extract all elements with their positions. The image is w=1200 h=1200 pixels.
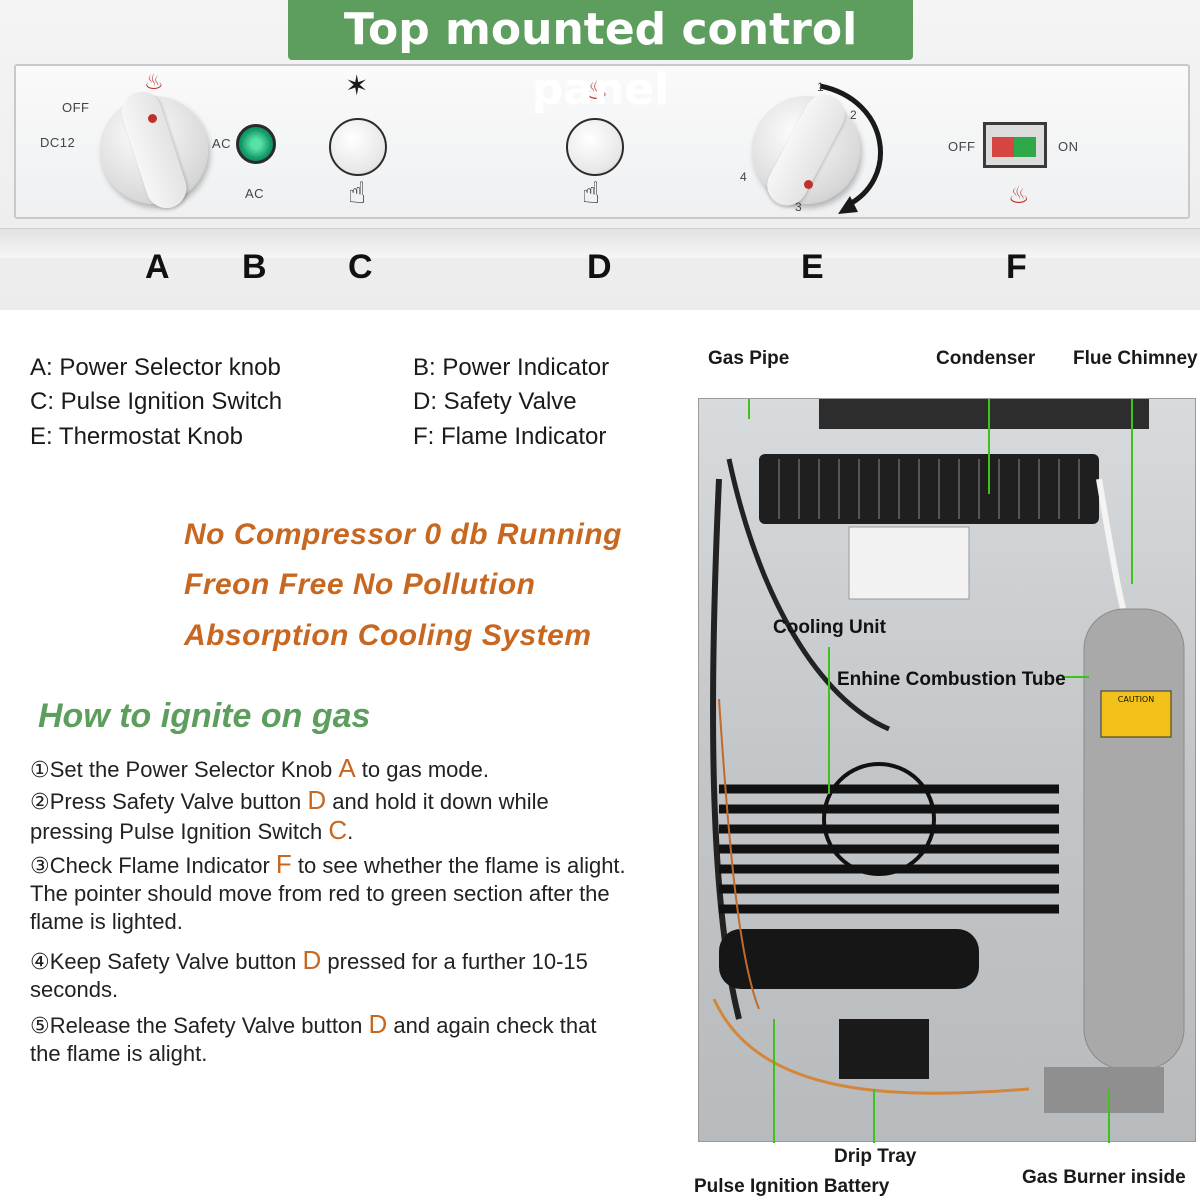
knob-label-ac: AC [212,136,232,151]
knob-label-off: OFF [62,100,90,115]
step-3: ③Check Flame Indicator F to see whether … [30,850,630,936]
letter-b: B [242,248,267,286]
letter-a: A [145,248,170,286]
letter-c: C [348,248,373,286]
step-text: ③Check Flame Indicator [30,853,276,878]
thermostat-mark-2: 2 [850,108,858,122]
step-1: ①Set the Power Selector Knob A to gas mo… [30,754,670,784]
label-flue-chimney: Flue Chimney [1073,348,1198,369]
safety-valve-button[interactable] [566,118,624,176]
label-gas-burner: Gas Burner inside [1022,1167,1186,1188]
press-finger-icon: ☝ [348,177,367,210]
cooling-system-drawing: CAUTION [710,399,1185,1143]
label-gas-pipe: Gas Pipe [708,348,790,369]
legend-item-c: C: Pulse Ignition Switch [30,388,283,415]
step-text: to see whether the flame is alight. The … [30,853,626,934]
thermostat-arrow-icon [819,83,883,214]
letter-f: F [1006,248,1027,286]
step-letter: F [275,849,292,879]
label-condenser: Condenser [936,348,1036,369]
flame-icon: ♨ [585,76,608,104]
knob-label-dc12: DC12 [40,135,76,150]
step-text: and again check that the flame is alight… [30,1013,597,1066]
legend-item-f: F: Flame Indicator [413,423,607,450]
legend-item-d: D: Safety Valve [413,388,577,415]
step-letter: D [307,785,327,815]
flame-indicator-off: OFF [948,139,976,154]
step-text: ②Press Safety Valve button [30,789,308,814]
press-finger-icon: ☝ [582,177,601,210]
step-letter: D [368,1009,388,1039]
step-letter: D [302,945,322,975]
step-text: to gas mode. [355,757,489,782]
label-combustion-tube: Enhine Combustion Tube [837,669,1066,690]
thermostat-mark-1: 1 [817,80,825,94]
label-cooling-unit: Cooling Unit [773,617,886,638]
power-selector-knob[interactable] [100,86,208,214]
step-letter: C [328,815,348,845]
power-indicator-light [236,124,276,164]
pulse-ignition-button[interactable] [329,118,387,176]
steps-title: How to ignite on gas [38,697,371,735]
label-drip-tray: Drip Tray [834,1146,917,1167]
letter-e: E [801,248,824,286]
flame-icon: ♨ [144,69,164,94]
step-4: ④Keep Safety Valve button D pressed for … [30,946,610,1004]
step-text: . [347,819,354,844]
legend-item-e: E: Thermostat Knob [30,423,243,450]
flame-indicator-window [983,122,1047,168]
thermostat-knob[interactable] [752,87,860,213]
step-2: ②Press Safety Valve button D and hold it… [30,786,630,846]
step-text: ①Set the Power Selector Knob [30,757,339,782]
step-text: ④Keep Safety Valve button [30,949,303,974]
panel-banner-title: Top mounted control panel [288,0,913,115]
step-letter: A [338,753,356,783]
step-text: ⑤Release the Safety Valve button [30,1013,369,1038]
slogan-no-compressor: No Compressor 0 db Running [184,518,623,551]
step-text: pressed for a further 10-15 seconds. [30,949,588,1002]
snowflake-star-icon: ✶ [345,70,369,101]
letter-d: D [587,248,612,286]
flame-icon: ♨ [1008,182,1030,209]
legend-item-b: B: Power Indicator [413,354,610,381]
thermostat-mark-3: 3 [795,200,803,214]
step-text: and hold it down while pressing Pulse Ig… [30,789,549,844]
slogan-absorption: Absorption Cooling System [184,619,592,652]
panel-ledge [0,228,1200,258]
flame-indicator-on: ON [1058,139,1079,154]
thermostat-mark-4: 4 [740,170,748,184]
step-5: ⑤Release the Safety Valve button D and a… [30,1010,630,1068]
legend-item-a: A: Power Selector knob [30,354,281,381]
indicator-label-ac: AC [245,186,265,201]
caution-label: CAUTION [1118,695,1154,704]
slogan-freon-free: Freon Free No Pollution [184,568,536,601]
fridge-back-photo: CAUTION Cooling Unit Enhine Combustion T… [698,398,1196,1143]
label-pulse-ignition-battery: Pulse Ignition Battery [694,1176,890,1197]
